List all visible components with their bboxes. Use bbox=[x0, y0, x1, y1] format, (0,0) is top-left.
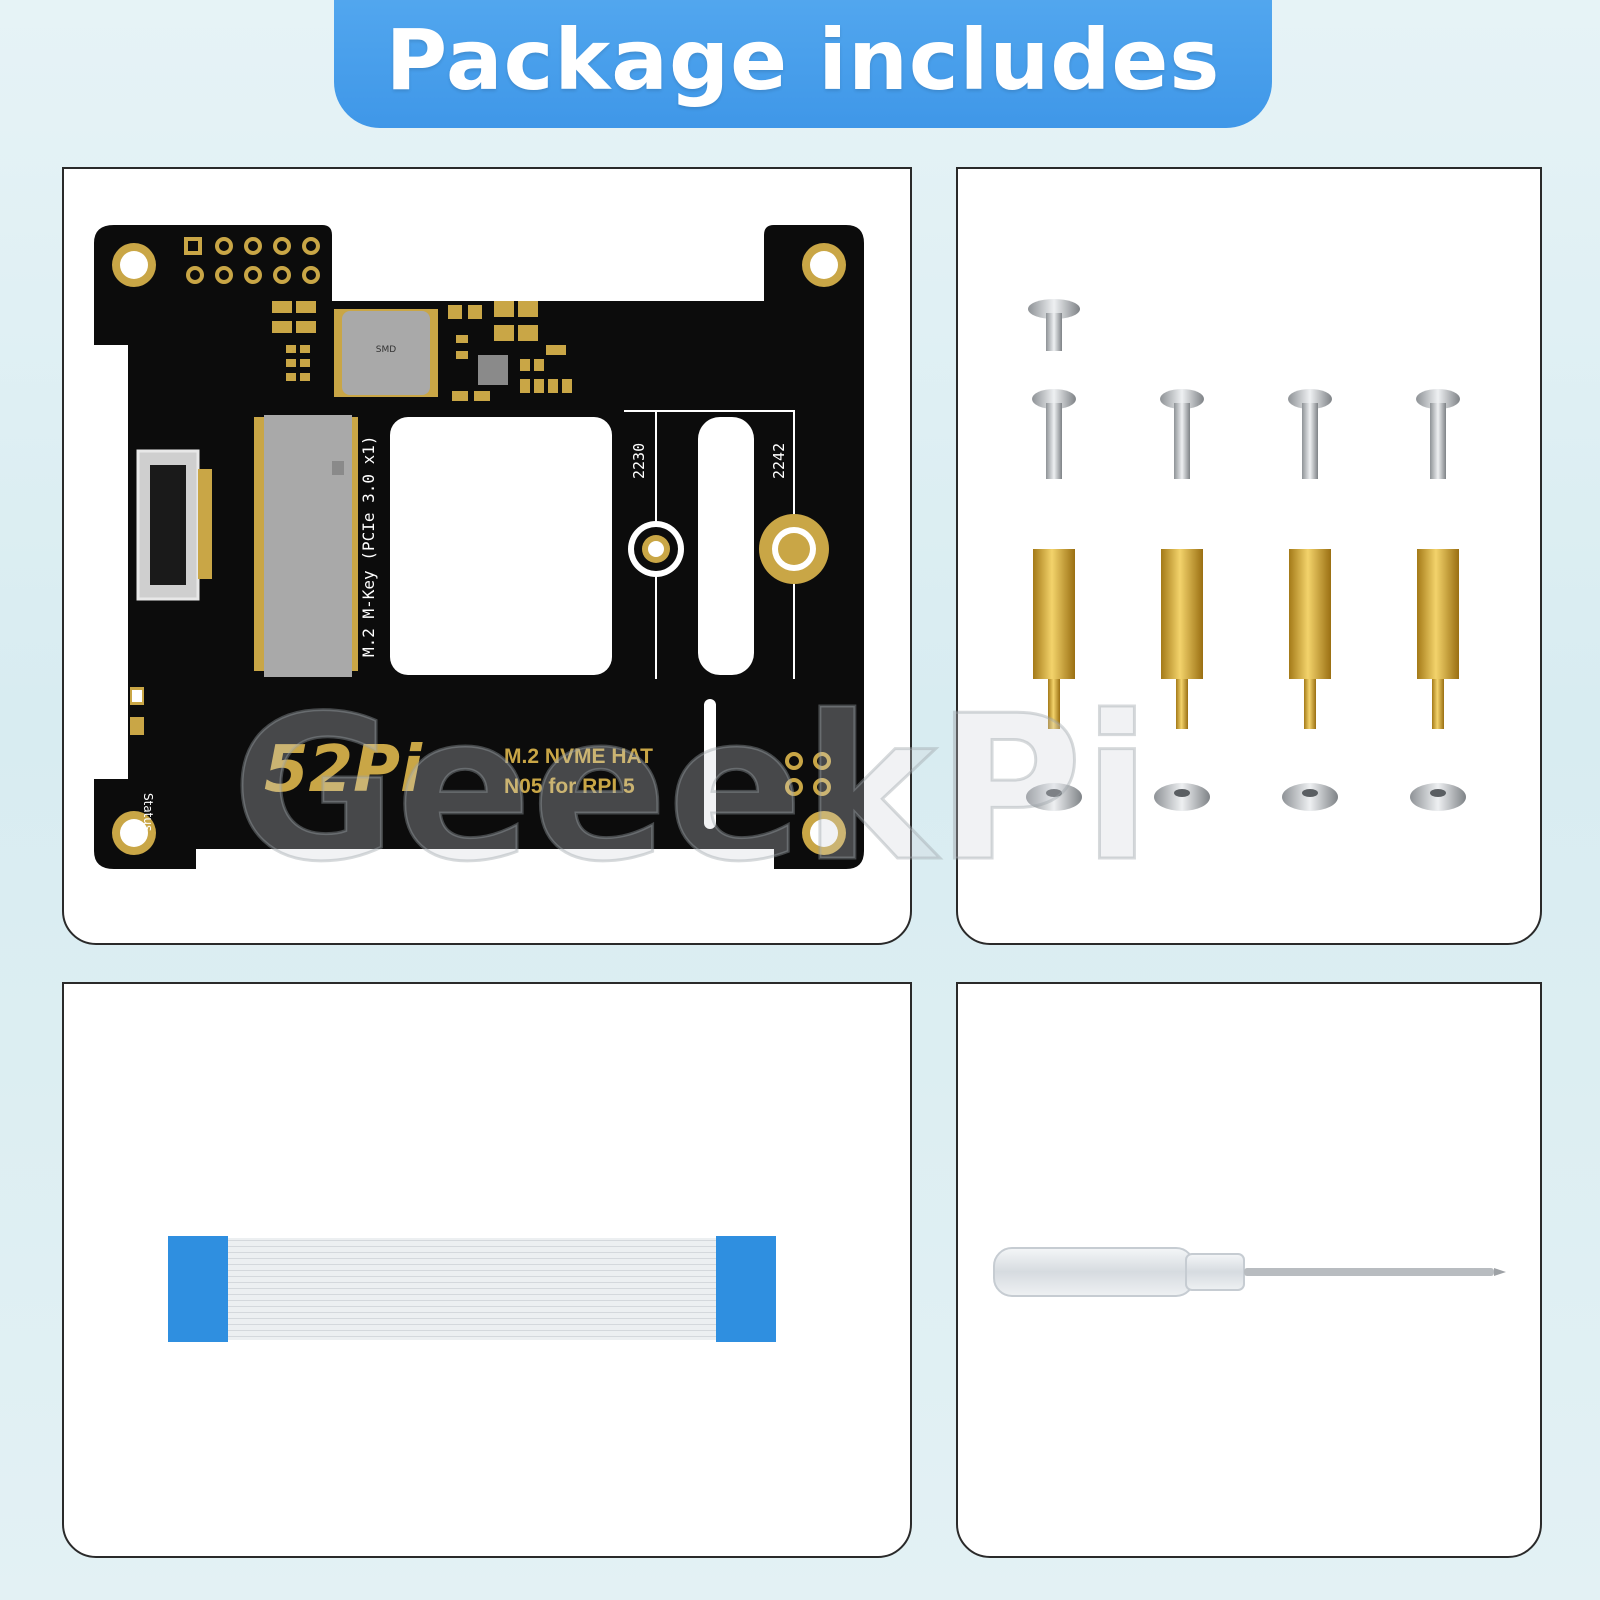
ffc-connector bbox=[136, 449, 212, 601]
inductor-body bbox=[342, 311, 430, 395]
ssd-outline bbox=[624, 410, 795, 679]
ffc-cable-body bbox=[226, 1238, 720, 1340]
panel-ffc-cable bbox=[62, 982, 912, 1558]
smd-label: SMD bbox=[376, 345, 396, 355]
long-screws bbox=[1032, 389, 1460, 479]
panel-hardware bbox=[956, 167, 1542, 945]
ffc-cable-end-left bbox=[168, 1236, 228, 1342]
product-name-line2: N05 for RPI 5 bbox=[504, 775, 635, 798]
screwdriver-illustration bbox=[993, 1247, 1506, 1297]
short-screw bbox=[1028, 299, 1080, 351]
size-2242-label: 2242 bbox=[770, 443, 788, 479]
panel-pcb-board: SMD bbox=[62, 167, 912, 945]
product-name-line1: M.2 NVME HAT bbox=[504, 745, 653, 768]
m2-connector-label: M.2 M-Key (PCIe 3.0 x1) bbox=[359, 435, 378, 657]
board-slot bbox=[704, 699, 716, 829]
ic-chip bbox=[478, 355, 508, 385]
ffc-cable-illustration bbox=[168, 1236, 776, 1342]
size-2230-label: 2230 bbox=[630, 443, 648, 479]
hex-nuts bbox=[1026, 783, 1466, 811]
screwdriver bbox=[993, 1247, 1506, 1297]
panel-screwdriver bbox=[956, 982, 1542, 1558]
header-banner: Package includes bbox=[334, 0, 1272, 128]
fan-pads bbox=[785, 752, 831, 796]
ssd-cutout-large bbox=[390, 417, 612, 675]
mounting-holes bbox=[112, 243, 846, 855]
brass-standoffs bbox=[1033, 549, 1459, 729]
ffc-cable-end-right bbox=[716, 1236, 776, 1342]
hardware-illustration bbox=[1026, 299, 1466, 811]
header-pads bbox=[184, 237, 320, 284]
m2-connector bbox=[254, 415, 358, 677]
brand-logo: 52Pi bbox=[264, 733, 423, 807]
ssd-cutout-slot bbox=[698, 417, 754, 675]
banner-title: Package includes bbox=[385, 11, 1221, 109]
smd-components bbox=[272, 301, 572, 401]
status-label: Status bbox=[141, 793, 155, 831]
ssd-mount-holes bbox=[628, 514, 829, 584]
pcb-board-illustration: SMD bbox=[94, 225, 864, 869]
